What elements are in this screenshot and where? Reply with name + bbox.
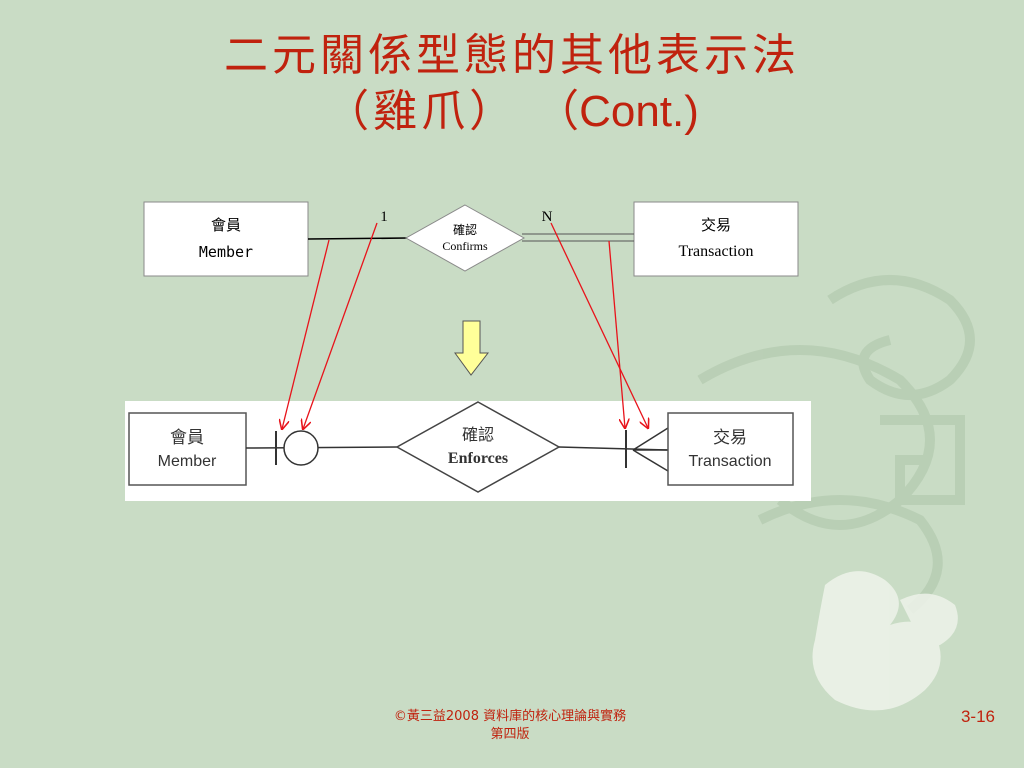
title-line-2: （雞爪） （Cont.) — [0, 84, 1024, 140]
top-entity-transaction-en: Transaction — [679, 243, 754, 260]
bottom-entity-member-en: Member — [158, 453, 217, 470]
title-line-2-main: （雞爪） — [325, 86, 518, 137]
bottom-entity-transaction-zh: 交易 — [713, 428, 747, 448]
crows-foot-icon — [632, 427, 669, 472]
bottom-entity-member-zh: 會員 — [170, 428, 204, 448]
title-line-2-cont: （Cont.) — [535, 87, 699, 136]
arrow-left-outer — [282, 239, 330, 429]
bottom-entity-transaction-en: Transaction — [689, 453, 772, 470]
mapping-arrows — [282, 222, 648, 429]
top-relationship-en: Confirms — [442, 239, 488, 253]
bottom-entity-member — [128, 412, 247, 486]
footer-copyright: ©黃三益2008 資料庫的核心理論與實務 第四版 — [330, 708, 690, 744]
bottom-relationship-zh: 確認 — [462, 425, 494, 444]
top-er-diagram: 會員 Member 交易 Transaction 確認 Confirms 1 N — [143, 201, 799, 277]
bottom-er-diagram: 會員 Member 確認 Enforces 交易 Transaction — [125, 401, 811, 501]
cardinality-one: 1 — [380, 209, 388, 225]
top-entity-member — [143, 201, 309, 277]
bottom-entity-transaction — [667, 412, 794, 486]
footer-line-2: 第四版 — [490, 727, 530, 742]
page-number: 3-16 — [960, 707, 995, 726]
zero-optional-circle — [283, 430, 319, 466]
top-entity-member-zh: 會員 — [211, 216, 241, 234]
bottom-relationship-en: Enforces — [448, 450, 508, 467]
dragon-emblem — [812, 571, 958, 711]
top-entity-transaction — [633, 201, 799, 277]
top-relationship-zh: 確認 — [453, 222, 477, 237]
top-relationship-confirms — [404, 204, 526, 272]
slide-title: 二元關係型態的其他表示法 （雞爪） （Cont.) — [0, 28, 1024, 140]
top-entity-transaction-zh: 交易 — [701, 216, 731, 234]
cardinality-n: N — [542, 209, 553, 225]
top-entity-member-en: Member — [199, 243, 253, 261]
bottom-relationship-enforces — [395, 401, 561, 493]
down-arrow-icon — [454, 320, 490, 376]
arrow-right-inner — [608, 240, 625, 428]
title-line-1: 二元關係型態的其他表示法 — [224, 30, 800, 81]
arrow-left-inner — [303, 222, 378, 429]
top-line-left — [307, 237, 408, 240]
arrow-right-outer — [550, 222, 648, 428]
footer-line-1: ©黃三益2008 資料庫的核心理論與實務 — [393, 709, 627, 724]
bottom-line-left — [245, 446, 398, 449]
